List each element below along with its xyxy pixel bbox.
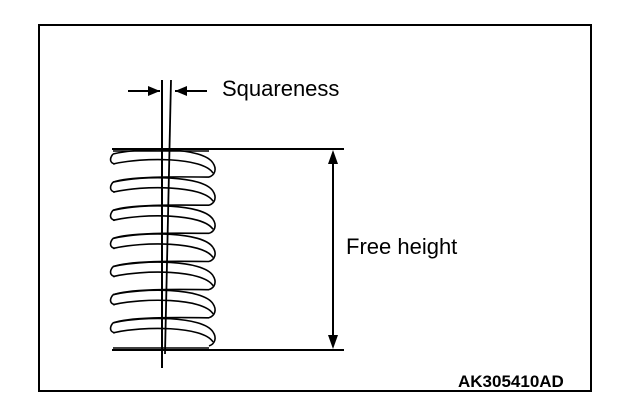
spring-axis-line xyxy=(164,79,172,355)
free-height-label: Free height xyxy=(346,234,458,259)
squareness-arrowhead-right xyxy=(175,86,187,96)
coil-turn-right xyxy=(208,247,216,263)
coil-outer-edge xyxy=(112,289,214,305)
coil-inner-edge xyxy=(112,243,214,259)
free-height-arrowhead-top xyxy=(328,150,338,164)
coil-turn-right xyxy=(208,190,216,206)
coil-outer-edge xyxy=(112,176,214,192)
coil-outer-edge xyxy=(112,233,214,249)
coil-turn-left xyxy=(109,294,116,306)
coil-turn-left xyxy=(109,181,116,193)
coil-turn-right xyxy=(208,331,216,347)
squareness-arrowhead-left xyxy=(148,86,160,96)
coil-outer-edge xyxy=(112,317,214,333)
coil-turn-right xyxy=(208,162,216,178)
coil-turn-left xyxy=(109,266,116,278)
coil-turn-left xyxy=(109,322,116,334)
coil-inner-edge xyxy=(112,158,214,174)
coil-inner-edge xyxy=(112,327,214,343)
coil-turn-right xyxy=(208,303,216,319)
coil-inner-edge xyxy=(112,299,214,315)
free-height-arrowhead-bottom xyxy=(328,335,338,349)
figure-code-label: AK305410AD xyxy=(458,372,564,391)
coil-outer-edge xyxy=(112,205,214,220)
coil-inner-edge xyxy=(112,215,214,230)
coil-outer-edge xyxy=(112,261,214,277)
coil-turn-left xyxy=(109,209,116,222)
coil-turn-left xyxy=(109,237,116,250)
coil-inner-edge xyxy=(112,186,214,202)
coil-turn-left xyxy=(109,153,116,165)
coil-turn-right xyxy=(208,218,216,235)
coil-turn-right xyxy=(208,275,216,291)
coil-inner-edge xyxy=(112,271,214,287)
squareness-label: Squareness xyxy=(222,76,340,101)
